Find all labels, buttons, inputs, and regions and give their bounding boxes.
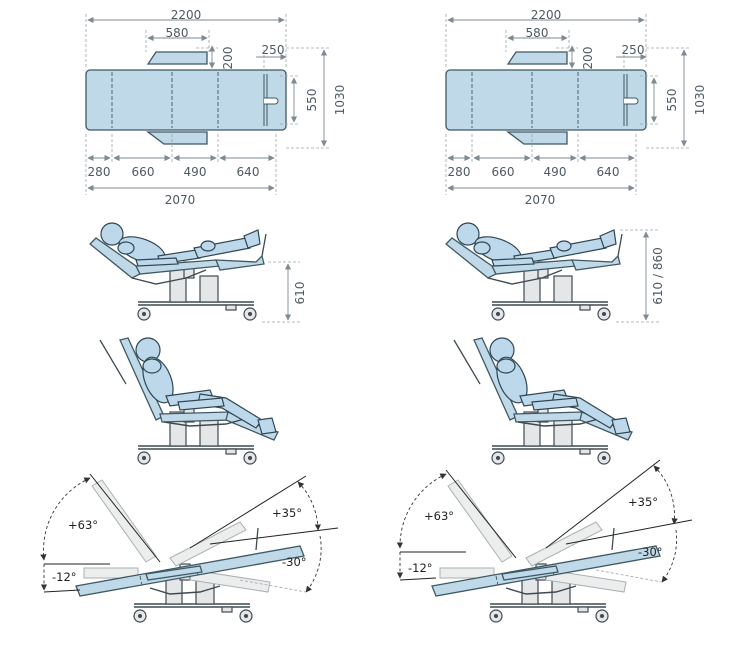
armrest-depth-label: 200 — [581, 47, 595, 70]
back-up-angle-label: +63° — [68, 518, 98, 532]
back-down-angle-label: -12° — [408, 561, 433, 575]
armrest-length-label: 580 — [526, 26, 549, 40]
armrest-depth-label: 200 — [221, 47, 235, 70]
back-down-angle-label: -12° — [52, 570, 77, 584]
top-view-left-labels: 2200 580 200 250 550 1030 280 660 490 64… — [88, 8, 347, 207]
back-up-angle-label: +63° — [424, 509, 454, 523]
leg-up-angle-label: +35° — [628, 495, 658, 509]
head-end-label: 250 — [262, 43, 285, 57]
section-1-label: 280 — [88, 165, 111, 179]
armrest-length-label: 580 — [166, 26, 189, 40]
head-width-label: 550 — [665, 89, 679, 112]
section-1-label: 280 — [448, 165, 471, 179]
height-right-label: 610 / 860 — [651, 247, 665, 304]
leg-down-angle-label: -30° — [282, 555, 307, 569]
top-view-right-labels: 2200 580 200 250 550 1030 280 660 490 64… — [448, 8, 707, 207]
total-length-label: 2200 — [171, 8, 202, 22]
section-3-label: 490 — [184, 165, 207, 179]
mattress-length-label: 2070 — [525, 193, 556, 207]
head-end-label: 250 — [622, 43, 645, 57]
head-width-label: 550 — [305, 89, 319, 112]
total-width-label: 1030 — [333, 85, 347, 116]
leg-up-angle-label: +35° — [272, 506, 302, 520]
section-4-label: 640 — [237, 165, 260, 179]
leg-down-angle-label: -30° — [638, 545, 663, 559]
section-2-label: 660 — [132, 165, 155, 179]
section-4-label: 640 — [597, 165, 620, 179]
total-width-label: 1030 — [693, 85, 707, 116]
height-dimension-left: 610 — [262, 261, 307, 323]
total-length-label: 2200 — [531, 8, 562, 22]
mattress-length-label: 2070 — [165, 193, 196, 207]
angle-indicators-right: +63° -12° +35° -30° — [396, 459, 693, 583]
section-3-label: 490 — [544, 165, 567, 179]
height-left-label: 610 — [293, 282, 307, 305]
angle-indicators-left: +63° -12° +35° -30° — [40, 473, 339, 593]
height-dimension-right: 610 / 860 — [616, 229, 665, 323]
section-2-label: 660 — [492, 165, 515, 179]
